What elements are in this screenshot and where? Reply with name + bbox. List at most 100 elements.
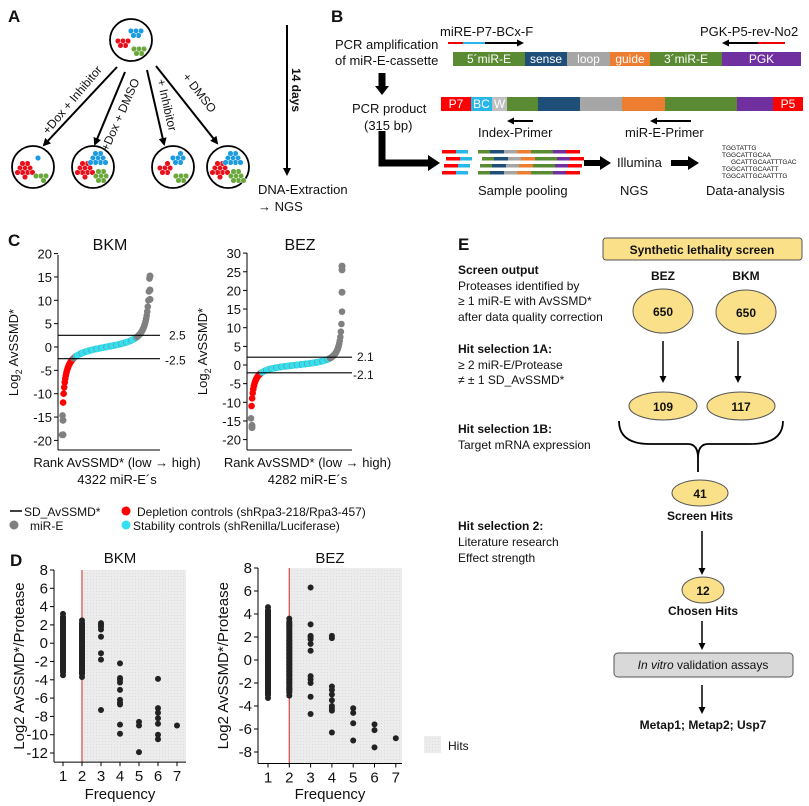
count-bez-initial: 650 [653,305,673,319]
pooled-read-segment [557,157,570,161]
legend-red-dot-icon [121,506,131,516]
product-segment-label: P7 [449,97,464,111]
chart-title: BEZ [284,237,315,254]
x-axis-label: Rank AvSSMD* (low → high) [33,455,200,470]
count-bez-1a: 109 [653,400,673,414]
legend-stability: Stability controls (shRenilla/Luciferase… [133,519,340,533]
x-tick-label: 1 [59,768,67,785]
data-point [117,686,123,693]
y-tick-label: 8 [244,560,252,577]
cassette-segment [722,52,801,66]
cell-icon [230,168,237,175]
pooled-read-segment [470,164,480,168]
pooled-read-segment [521,157,535,161]
cassette-segment-label: loop [577,52,600,66]
data-point [307,621,314,628]
y-tick-label: -5 [40,363,52,378]
panel-label-c: C [8,231,20,250]
cassette-segment-label: 3´miR-E [664,52,708,66]
pooled-read-segment [480,164,492,168]
y-tick-label: 15 [227,302,241,317]
data-point [98,656,104,663]
pooled-read-segment [504,150,517,154]
column-bkm: BKM [732,269,759,283]
step-heading: Hit selection 1B: [458,422,552,436]
y-tick-label: -5 [229,377,241,392]
y-tick-label: 2 [40,617,48,634]
pooling-arrow-head [428,155,440,171]
y-tick-label: 30 [227,246,241,261]
outlier-point [59,431,67,439]
cell-icon [172,159,179,166]
product-segment-label: P5 [781,97,796,111]
y-axis-label: Log2 AvSSMD* [6,309,24,396]
step-heading: Hit selection 2: [458,519,543,533]
y-tick-label: 20 [227,283,241,298]
data-point [117,660,123,667]
cell-icon [240,177,247,184]
threshold-label: 2.1 [357,350,374,364]
sequence-read: TGGTATTG [722,145,756,152]
cell-icon [159,169,166,176]
x-tick-label: 7 [392,770,400,787]
pooled-read-segment [553,150,566,154]
product-segment [622,97,665,111]
title-box [602,237,803,261]
pooled-read-segment [446,157,460,161]
chosen-hits-count: 12 [696,584,710,598]
sequence-reads: TGGTATTGTGGCATTGCAAGCATTGCAATTTGACTGGCAT… [722,145,797,180]
outlier-point [338,288,346,296]
x-axis-label: Frequency [295,786,366,803]
data-point [307,693,314,700]
chart-title: BEZ [315,550,344,567]
data-point [328,691,335,698]
product-segment-label: BC [473,97,490,111]
pooled-read-segment [506,164,519,168]
cell-icon [133,50,140,57]
cell-icon [117,42,124,49]
data-point [248,402,255,410]
y-tick-label: -4 [239,698,252,715]
data-point [136,722,142,729]
cell-icon [222,159,229,166]
duration-label: 14 days [289,68,303,112]
cell-icon [87,159,94,166]
step-text: Effect strength [458,551,535,565]
product-segment [492,97,507,111]
reverse-primer-label: PGK-P5-rev-No2 [700,24,798,39]
data-point [117,701,123,708]
pooling-label: Sample pooling [478,183,568,198]
endpoint-label-ngs: → NGS [258,199,303,214]
dense-point-column [60,613,66,676]
pooled-read-segment [468,150,478,154]
legend-c: SD_AvSSMD* Depletion controls (shRpa3-21… [9,505,366,533]
screen-hits-count: 41 [693,487,707,501]
legend-hits-swatch [424,736,441,753]
pooled-read-segment [478,150,490,154]
pooled-read-segment [490,171,504,175]
pooled-read-segment [456,171,468,175]
cell-icon [209,169,216,176]
chosen-hits-label: Chosen Hits [668,604,738,618]
pooled-read-segment [504,171,517,175]
sequence-read: TGGCATTGCAA [722,152,772,159]
legend-mire: miR-E [30,519,63,533]
data-point [136,749,142,756]
panel-b: B PCR amplification of miR-E-cassette mi… [331,7,803,198]
count-ellipse [632,288,694,334]
y-tick-label: 8 [40,562,48,579]
product-segment [665,97,737,111]
data-point [143,308,151,315]
y-tick-label: -8 [35,708,48,725]
x-tick-label: 1 [264,770,272,787]
pooled-read-segment [553,171,566,175]
data-point [59,399,67,406]
validation-label: In vitro validation assays [638,658,769,672]
data-point [98,626,104,633]
y-tick-label: -2 [35,654,48,671]
data-point [338,308,346,315]
